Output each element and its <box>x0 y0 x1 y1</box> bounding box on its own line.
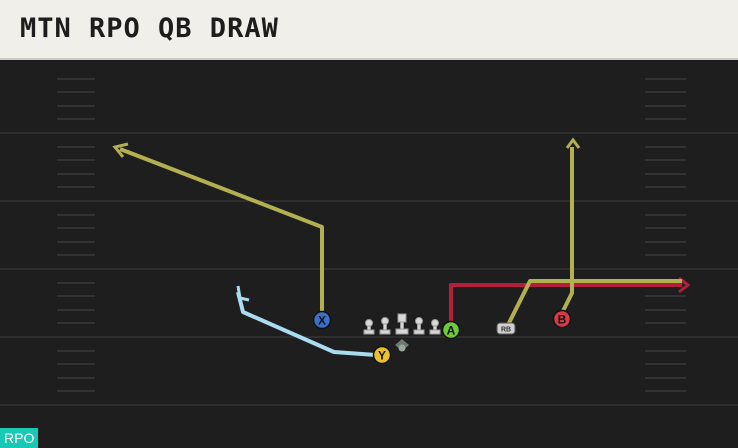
player-y-label: Y <box>378 349 386 363</box>
lineman-icon <box>363 319 375 335</box>
route-rb <box>506 279 682 326</box>
arrow-head <box>112 142 129 158</box>
arrow-head <box>236 285 250 302</box>
player-a-label: A <box>447 324 456 338</box>
rpo-tag: RPO <box>0 428 39 448</box>
route-y <box>236 285 377 357</box>
play-diagram-field: X Y A RB B <box>0 60 738 448</box>
player-y: Y <box>372 345 392 365</box>
lineman-icon <box>429 319 441 335</box>
route-b <box>561 137 581 312</box>
title-bar: MTN RPO QB DRAW <box>0 0 738 60</box>
lineman-icon <box>413 317 425 335</box>
play-title: MTN RPO QB DRAW <box>20 13 279 44</box>
player-x: X <box>312 310 332 330</box>
player-b: B <box>552 309 572 329</box>
player-b-label: B <box>558 313 567 327</box>
field-background <box>0 60 738 448</box>
center-icon <box>395 313 409 335</box>
player-x-label: X <box>318 314 326 328</box>
player-rb: RB <box>496 322 516 335</box>
hash-marks-left <box>57 78 95 392</box>
player-rb-label: RB <box>501 327 511 334</box>
arrow-head <box>565 137 581 149</box>
route-x <box>112 142 324 315</box>
offensive-line <box>363 313 441 335</box>
player-a: A <box>441 320 461 340</box>
yard-lines <box>0 132 738 406</box>
quarterback-icon <box>395 339 409 352</box>
lineman-icon <box>379 317 391 335</box>
